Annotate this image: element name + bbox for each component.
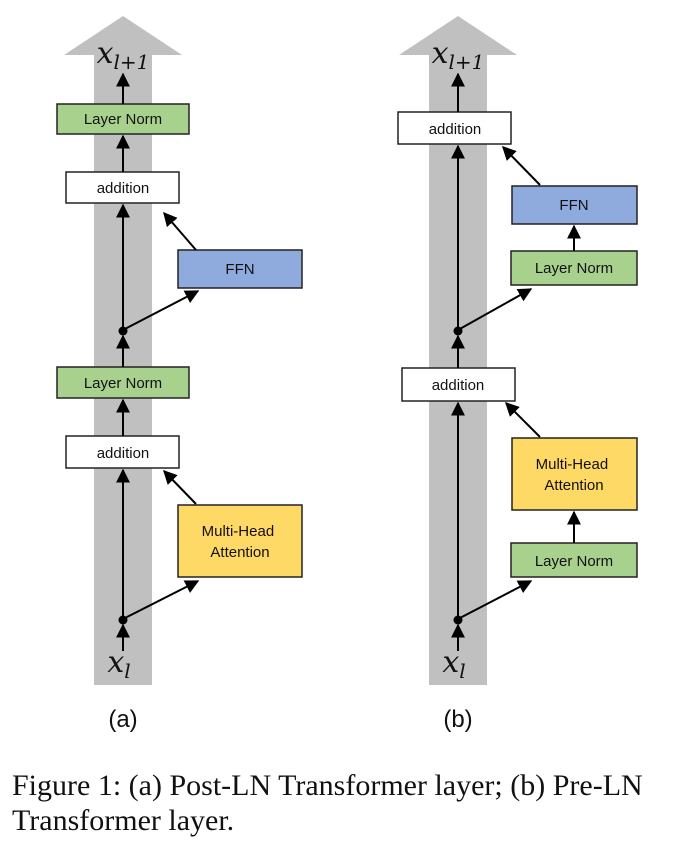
residual-arrowhead-b [399,16,517,55]
ffn-box-a [177,249,303,289]
panel-a: Layer Norm addition FFN Layer Norm addit… [56,16,303,733]
arrow-attention-to-add1-b [505,402,541,438]
ffn-label-a: FFN [225,261,254,278]
attention-box-a [177,504,303,578]
output-base-b: x [432,36,449,71]
addition-bottom-box-a [65,435,180,469]
addition-top-box-a [65,171,180,204]
attention-label-line1-a: Multi-Head [202,523,275,540]
layer-norm-top-label-a: Layer Norm [84,111,162,128]
attention-label-a: Multi-Head Attention [202,523,279,561]
layer-norm-top-box-a [56,103,190,135]
input-base-b: x [442,645,459,680]
layer-norm-attn-label-b: Layer Norm [535,553,613,570]
ffn-label-b: FFN [559,197,588,214]
addition-bottom-label-a: addition [97,445,150,462]
output-label-b: xl+1 [432,36,485,74]
figure-caption: Figure 1: (a) Post-LN Transformer layer;… [12,769,643,837]
panel-label-b: (b) [443,706,472,733]
addition-bottom-label-b: addition [432,377,485,394]
addition-top-box-b [397,111,512,145]
arrow-split-to-attention-a [122,580,200,620]
residual-arrowhead-a [64,16,182,55]
split-node-2-a [118,326,128,336]
layer-norm-ffn-label-b: Layer Norm [535,260,613,277]
attention-label-line1-b: Multi-Head [536,456,609,473]
split-node-1-b [453,615,463,625]
arrow-split2-to-ffn-a [122,290,200,331]
arrow-split2-to-ln-b [457,288,533,331]
arrow-ffn-to-add2-b [502,145,541,186]
addition-top-label-b: addition [429,121,482,138]
layer-norm-mid-box-a [56,366,190,399]
attention-label-line2-b: Attention [544,477,603,494]
ffn-box-b [511,185,638,225]
layer-norm-mid-label-a: Layer Norm [84,375,162,392]
output-sub-b: l+1 [449,50,485,74]
input-sub-a: l [124,659,130,683]
input-label-b: xl [442,645,465,683]
output-base-a: x [97,36,114,71]
arrow-split-to-ln-b [457,580,533,620]
input-base-a: x [107,645,124,680]
split-node-2-b [453,326,463,336]
addition-top-label-a: addition [97,180,150,197]
arrow-ffn-to-add2-a [163,211,197,251]
input-label-a: xl [107,645,130,683]
arrow-attention-to-add1-a [163,469,197,505]
attention-label-b: Multi-Head Attention [536,456,613,494]
panel-label-a: (a) [108,706,137,733]
output-sub-a: l+1 [114,50,150,74]
layer-norm-attn-box-b [510,542,638,578]
input-sub-b: l [459,659,465,683]
split-node-1-a [118,615,128,625]
attention-box-b [511,437,638,511]
output-label-a: xl+1 [97,36,150,74]
attention-label-line2-a: Attention [210,544,269,561]
panel-b: addition FFN Layer Norm addition Multi-H… [397,16,638,733]
addition-bottom-box-b [401,367,516,402]
